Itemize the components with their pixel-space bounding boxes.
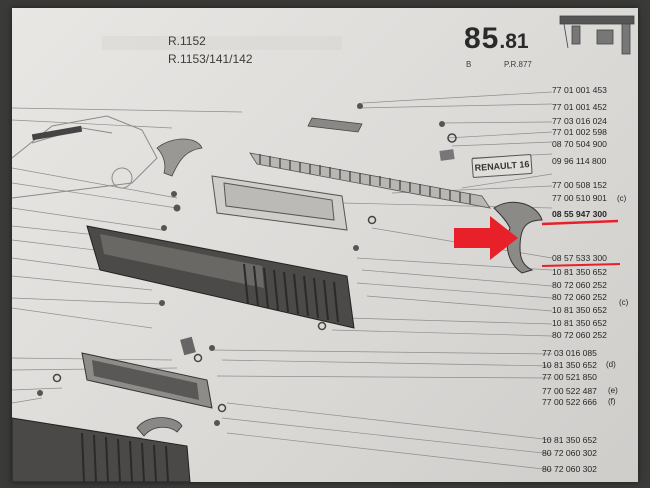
part-number: 08 57 533 300 xyxy=(552,253,607,263)
catalog-page: R.1152 R.1153/141/142 85.81 B P.R.877 RE… xyxy=(12,8,638,482)
page-number-major: 85 xyxy=(464,22,500,55)
highlight-underline-lower xyxy=(541,263,621,267)
part-number: 77 01 002 598 xyxy=(552,127,607,137)
part-number: 80 72 060 252 xyxy=(552,330,607,340)
bracket-plate-part xyxy=(307,117,363,133)
lower-bumper-part xyxy=(81,352,213,409)
screws-and-clips xyxy=(37,103,457,426)
variant-flag: (e) xyxy=(608,386,618,395)
highlight-underline xyxy=(541,219,619,226)
car-bumper-highlight-icon xyxy=(31,125,83,141)
variant-flag: (f) xyxy=(608,397,616,406)
page-sub-right: P.R.877 xyxy=(504,60,532,69)
variant-flag: (c) xyxy=(619,298,629,307)
part-number: 80 72 060 252 xyxy=(552,280,607,290)
rubber-strip-part xyxy=(249,152,491,209)
highlight-arrow-icon xyxy=(454,216,518,260)
part-number: 80 72 060 252 xyxy=(552,292,607,302)
part-number: 77 00 522 487 xyxy=(542,386,597,396)
upper-bumper-part xyxy=(211,175,348,231)
part-number: 77 00 508 152 xyxy=(552,180,607,190)
part-number-highlighted: 08 55 947 300 xyxy=(552,209,607,219)
rear-bumper-part xyxy=(12,417,191,482)
part-number: 77 00 510 901 xyxy=(552,193,607,203)
part-number: 08 70 504 900 xyxy=(552,139,607,149)
part-number: 10 81 350 652 xyxy=(552,267,607,277)
exploded-view-illustration xyxy=(12,15,635,482)
part-number: 77 01 001 452 xyxy=(552,102,607,112)
part-number: 10 81 350 652 xyxy=(552,318,607,328)
renault-16-badge: RENAULT 16 xyxy=(471,153,533,179)
page-sub-left: B xyxy=(466,60,472,69)
page-number: 85.81 xyxy=(464,22,529,56)
thumbnail-illustration xyxy=(559,15,635,55)
main-bumper-part xyxy=(86,225,355,329)
part-number: 77 03 016 024 xyxy=(552,116,607,126)
part-number: 77 03 016 085 xyxy=(542,348,597,358)
variant-flag: (c) xyxy=(617,194,627,203)
part-number: 80 72 060 302 xyxy=(542,448,597,458)
handle-part xyxy=(136,417,183,437)
car-silhouette-icon xyxy=(12,115,158,199)
part-number: 09 96 114 800 xyxy=(552,156,607,166)
part-number: 10 81 350 652 xyxy=(552,305,607,315)
corner-bracket-left-part xyxy=(156,138,203,177)
part-number: 77 00 522 666 xyxy=(542,397,597,407)
corner-bracket-right-part xyxy=(493,201,543,274)
part-number: 77 01 001 453 xyxy=(552,85,607,95)
variant-flag: (d) xyxy=(606,360,616,369)
part-number: 10 81 350 652 xyxy=(542,360,597,370)
model-ref-line2: R.1153/141/142 xyxy=(168,52,253,66)
page-number-minor: .81 xyxy=(499,30,529,53)
model-ref-line1: R.1152 xyxy=(168,34,206,48)
part-number: 80 72 060 302 xyxy=(542,464,597,474)
part-number: 10 81 350 652 xyxy=(542,435,597,445)
part-number: 77 00 521 850 xyxy=(542,372,597,382)
